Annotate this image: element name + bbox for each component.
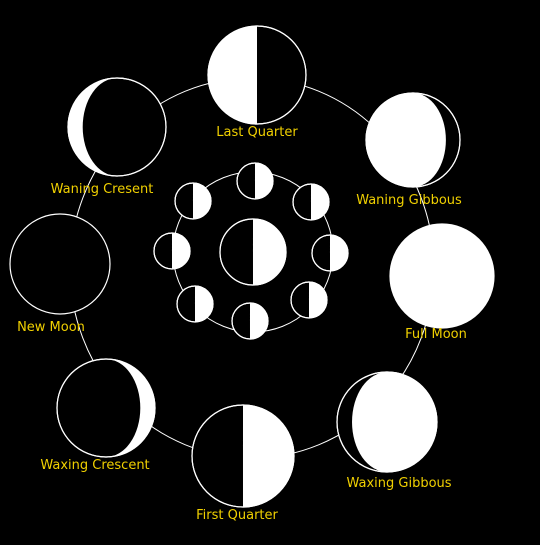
moon-new-moon <box>9 213 111 315</box>
label-waxing-gibbous: Waxing Gibbous <box>346 476 452 491</box>
inner-moon-1-lit <box>254 163 273 199</box>
label-waning-gibbous: Waning Gibbous <box>356 193 462 208</box>
inner-moons <box>153 162 349 340</box>
inner-moon-1 <box>236 162 274 200</box>
earth-center <box>219 218 287 286</box>
inner-moon-8 <box>174 182 212 220</box>
inner-moon-1-outline <box>236 162 274 200</box>
inner-moon-7-lit <box>171 233 190 269</box>
label-new-moon: New Moon <box>17 320 85 335</box>
moon-waxing-gibbous-outline <box>336 371 438 473</box>
outer-moons <box>9 25 495 508</box>
moon-last-quarter <box>207 25 307 125</box>
inner-moon-3 <box>311 234 349 272</box>
inner-moon-5-lit <box>249 303 268 339</box>
moon-first-quarter <box>191 404 295 508</box>
moon-waxing-gibbous <box>336 371 438 473</box>
inner-moon-6-outline <box>176 285 214 323</box>
label-waning-cresent: Waning Cresent <box>50 182 154 197</box>
moon-waxing-crescent <box>56 358 156 458</box>
moon-waxing-crescent-lit <box>106 359 155 457</box>
inner-moon-5-outline <box>231 302 269 340</box>
moon-new-moon-disc <box>9 213 111 315</box>
label-last-quarter: Last Quarter <box>216 125 298 140</box>
moon-full-moon-lit <box>390 224 494 328</box>
label-waxing-crescent: Waxing Crescent <box>40 458 150 473</box>
inner-moon-2-lit <box>310 184 329 220</box>
inner-moon-4 <box>290 281 328 319</box>
inner-moon-3-lit <box>329 235 348 271</box>
inner-moon-7-outline <box>153 232 191 270</box>
moon-waxing-gibbous-lit <box>352 372 437 472</box>
inner-moon-4-outline <box>290 281 328 319</box>
moon-waning-gibbous <box>365 92 461 188</box>
inner-moon-7 <box>153 232 191 270</box>
moon-full-moon <box>389 223 495 329</box>
moon-first-quarter-outline <box>191 404 295 508</box>
inner-moon-2 <box>292 183 330 221</box>
moon-last-quarter-outline <box>207 25 307 125</box>
moon-last-quarter-lit <box>208 26 258 124</box>
inner-moon-4-lit <box>308 282 327 318</box>
moon-waning-gibbous-outline <box>365 92 461 188</box>
moon-waning-crescent <box>67 77 167 177</box>
inner-moon-8-outline <box>174 182 212 220</box>
earth-center-lit <box>252 219 286 285</box>
inner-moon-6-lit <box>194 286 213 322</box>
label-full-moon: Full Moon <box>405 327 467 342</box>
moon-waning-crescent-outline <box>67 77 167 177</box>
moon-waning-gibbous-lit <box>366 92 446 187</box>
inner-moon-3-outline <box>311 234 349 272</box>
moon-first-quarter-lit <box>242 405 294 507</box>
inner-moon-2-outline <box>292 183 330 221</box>
label-first-quarter: First Quarter <box>196 508 278 523</box>
earth-center-outline <box>219 218 287 286</box>
moon-waxing-crescent-outline <box>56 358 156 458</box>
inner-moon-8-lit <box>192 183 211 219</box>
inner-moon-6 <box>176 285 214 323</box>
moon-waning-crescent-lit <box>68 78 117 176</box>
inner-moon-5 <box>231 302 269 340</box>
